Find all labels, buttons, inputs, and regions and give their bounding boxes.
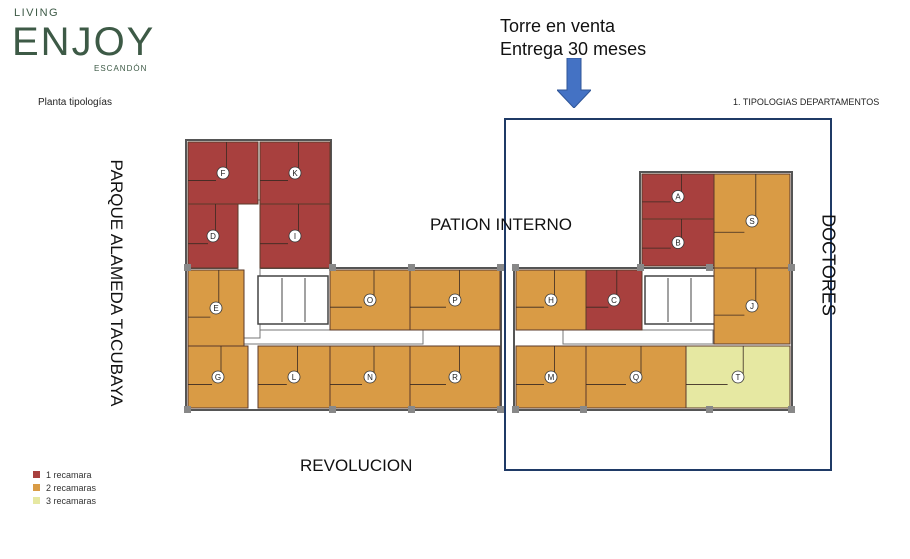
unit-marker <box>288 166 302 180</box>
street-right-text: DOCTORES <box>818 214 839 316</box>
unit-c: C <box>585 269 643 331</box>
unit-e: E <box>187 269 245 347</box>
down-arrow-icon <box>557 58 591 108</box>
street-left-text: PARQUE ALAMEDA TACUBAYA <box>107 159 126 406</box>
unit-t: T <box>685 345 791 409</box>
stair-core-west <box>257 275 329 325</box>
unit-label: B <box>675 239 680 248</box>
legend-label: 1 recamara <box>46 469 92 480</box>
unit-marker <box>544 293 558 307</box>
unit-label: E <box>213 304 218 313</box>
west-wing-structure <box>185 139 502 411</box>
unit-label: J <box>750 302 754 311</box>
unit-label: R <box>452 373 458 382</box>
unit-label: K <box>292 169 298 178</box>
unit-f: F <box>187 141 259 205</box>
unit-marker <box>288 229 302 243</box>
unit-marker <box>745 214 759 228</box>
unit-marker <box>731 370 745 384</box>
unit-marker <box>363 370 377 384</box>
legend: 1 recamara 2 recamaras 3 recamaras <box>33 468 96 507</box>
unit-q: Q <box>585 345 687 409</box>
unit-marker <box>607 293 621 307</box>
columns <box>184 264 795 413</box>
unit-marker <box>745 299 759 313</box>
section-label: 1. TIPOLOGIAS DEPARTAMENTOS <box>733 97 880 107</box>
east-wing-structure <box>513 171 793 411</box>
logo-escandon-text: ESCANDÓN <box>94 64 148 73</box>
legend-item-three-bedroom: 3 recamaras <box>33 494 96 507</box>
unit-label: O <box>367 296 373 305</box>
unit-marker <box>363 293 377 307</box>
plan-subtitle: Planta tipologías <box>38 97 112 108</box>
unit-label: H <box>548 296 554 305</box>
unit-fill <box>641 218 715 267</box>
unit-n: N <box>329 345 411 409</box>
unit-p: P <box>409 269 501 331</box>
legend-swatch <box>33 497 40 504</box>
unit-r: R <box>409 345 501 409</box>
legend-swatch <box>33 471 40 478</box>
highlight-tower-box <box>504 118 832 471</box>
unit-marker <box>448 370 462 384</box>
legend-swatch <box>33 484 40 491</box>
unit-label: C <box>611 296 617 305</box>
unit-marker <box>211 370 225 384</box>
legend-label: 3 recamaras <box>46 495 97 506</box>
unit-label: L <box>292 373 297 382</box>
units-layer: F K D I E O P G L N R H C A B S J M Q T <box>187 141 791 409</box>
unit-label: A <box>675 193 681 202</box>
logo-enjoy-text: ENJOY <box>12 20 156 64</box>
unit-k: K <box>259 141 331 205</box>
legend-item-two-bedroom: 2 recamaras <box>33 481 96 494</box>
unit-label: D <box>210 232 216 241</box>
unit-marker <box>671 190 685 203</box>
unit-label: N <box>367 373 373 382</box>
unit-label: Q <box>633 373 639 382</box>
unit-marker <box>544 370 558 384</box>
unit-i: I <box>259 203 331 269</box>
unit-m: M <box>515 345 587 409</box>
stair-core-east <box>644 275 716 325</box>
unit-marker <box>206 229 220 243</box>
sale-note-line1: Torre en venta <box>500 16 616 36</box>
logo-living-text: LIVING <box>14 7 60 19</box>
unit-marker <box>629 370 643 384</box>
unit-l: L <box>257 345 331 409</box>
legend-label: 2 recamaras <box>46 482 97 493</box>
legend-item-one-bedroom: 1 recamara <box>33 468 96 481</box>
unit-label: S <box>749 217 754 226</box>
unit-j: J <box>713 267 791 345</box>
patio-label: PATION INTERNO <box>430 215 572 234</box>
street-right-label: DOCTORES <box>810 200 846 330</box>
street-left-label: PARQUE ALAMEDA TACUBAYA <box>98 155 134 410</box>
unit-marker <box>671 236 685 249</box>
unit-label: T <box>736 373 741 382</box>
sale-note-line2: Entrega 30 meses <box>500 39 647 59</box>
unit-o: O <box>329 269 411 331</box>
unit-marker <box>216 166 230 180</box>
street-bottom-label: REVOLUCION <box>300 456 413 475</box>
unit-fill <box>585 269 643 331</box>
unit-d: D <box>187 203 239 269</box>
unit-marker <box>448 293 462 307</box>
unit-a: A <box>641 173 715 220</box>
unit-label: I <box>294 232 296 241</box>
unit-b: B <box>641 218 715 267</box>
unit-s: S <box>713 173 791 269</box>
unit-label: G <box>215 373 221 382</box>
unit-label: P <box>452 296 457 305</box>
unit-g: G <box>187 345 249 409</box>
unit-label: M <box>548 373 555 382</box>
unit-marker <box>287 370 301 384</box>
unit-label: F <box>221 169 226 178</box>
unit-marker <box>209 301 223 315</box>
